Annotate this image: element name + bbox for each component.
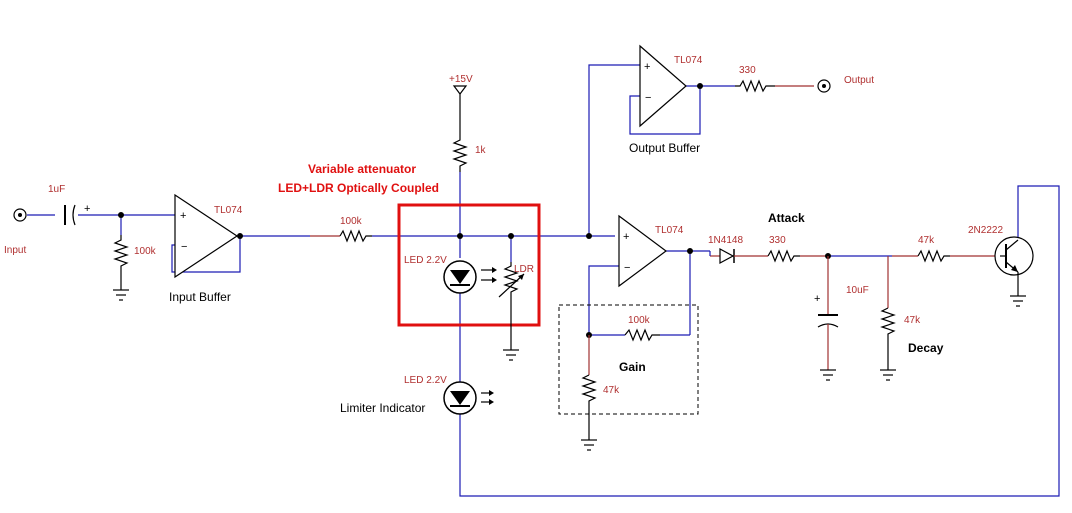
resistor-100k-series [310, 229, 372, 243]
capacitor-1uf: + [64, 203, 90, 226]
output-port [817, 79, 831, 93]
svg-text:+: + [644, 61, 650, 73]
title-line1: Variable attenuator [308, 162, 416, 176]
led-limiter-indicator [443, 381, 494, 415]
output-label: Output [844, 75, 874, 86]
r-gain-label: 47k [603, 385, 620, 396]
opamp2-label: TL074 [655, 225, 684, 236]
resistor-47k-base [892, 249, 1000, 263]
limiter-caption: Limiter Indicator [340, 401, 425, 415]
diode-1n4148 [710, 247, 768, 265]
supply-15v [452, 85, 468, 135]
opamp-output-buffer: + − [639, 44, 687, 128]
resistor-1k [452, 135, 468, 172]
transistor-2n2222 [994, 236, 1034, 307]
supply-label: +15V [449, 74, 473, 85]
opamp3-label: TL074 [674, 55, 703, 66]
transistor-label: 2N2222 [968, 225, 1003, 236]
title-line2: LED+LDR Optically Coupled [278, 181, 439, 195]
r-decay-label: 47k [904, 315, 921, 326]
resistor-100k-input [113, 235, 129, 301]
r-in-label: 100k [134, 246, 157, 257]
input-buffer-caption: Input Buffer [169, 290, 231, 304]
input-port [13, 208, 27, 222]
ldr-label: LDR [514, 264, 534, 275]
r-out-label: 330 [739, 65, 756, 76]
attenuator-highlight-box [397, 203, 541, 327]
led1-label: LED 2.2V [404, 255, 447, 266]
resistor-330-output [735, 79, 814, 93]
gain-caption: Gain [619, 360, 646, 374]
capacitor-10uf: + [814, 256, 839, 381]
r-series-label: 100k [340, 216, 363, 227]
led2-label: LED 2.2V [404, 375, 447, 386]
led1 [443, 260, 497, 294]
attack-caption: Attack [768, 211, 805, 225]
svg-text:−: − [624, 262, 630, 274]
output-buffer-caption: Output Buffer [629, 141, 700, 155]
r-fb-label: 100k [628, 315, 651, 326]
resistor-100k-feedback [589, 328, 690, 342]
svg-text:+: + [84, 203, 90, 215]
svg-text:−: − [645, 92, 651, 104]
resistor-330-attack [767, 249, 828, 263]
opamp-gain: + − [618, 214, 668, 288]
r-led-label: 1k [475, 145, 487, 156]
input-label: Input [4, 245, 26, 256]
wires [27, 64, 1060, 497]
r-base-label: 47k [918, 235, 935, 246]
svg-text:+: + [623, 231, 629, 243]
c-hold-label: 10uF [846, 285, 869, 296]
svg-text:−: − [181, 241, 187, 253]
gain-box [558, 304, 699, 415]
c-in-label: 1uF [48, 184, 65, 195]
opamp1-label: TL074 [214, 205, 243, 216]
ldr [498, 262, 525, 361]
resistor-47k-gain [581, 335, 597, 451]
opamp-input-buffer: + − [174, 193, 239, 279]
r-attack-label: 330 [769, 235, 786, 246]
decay-caption: Decay [908, 341, 944, 355]
resistor-47k-decay [880, 256, 896, 381]
svg-text:+: + [180, 210, 186, 222]
svg-text:+: + [814, 293, 820, 305]
diode-label: 1N4148 [708, 235, 743, 246]
